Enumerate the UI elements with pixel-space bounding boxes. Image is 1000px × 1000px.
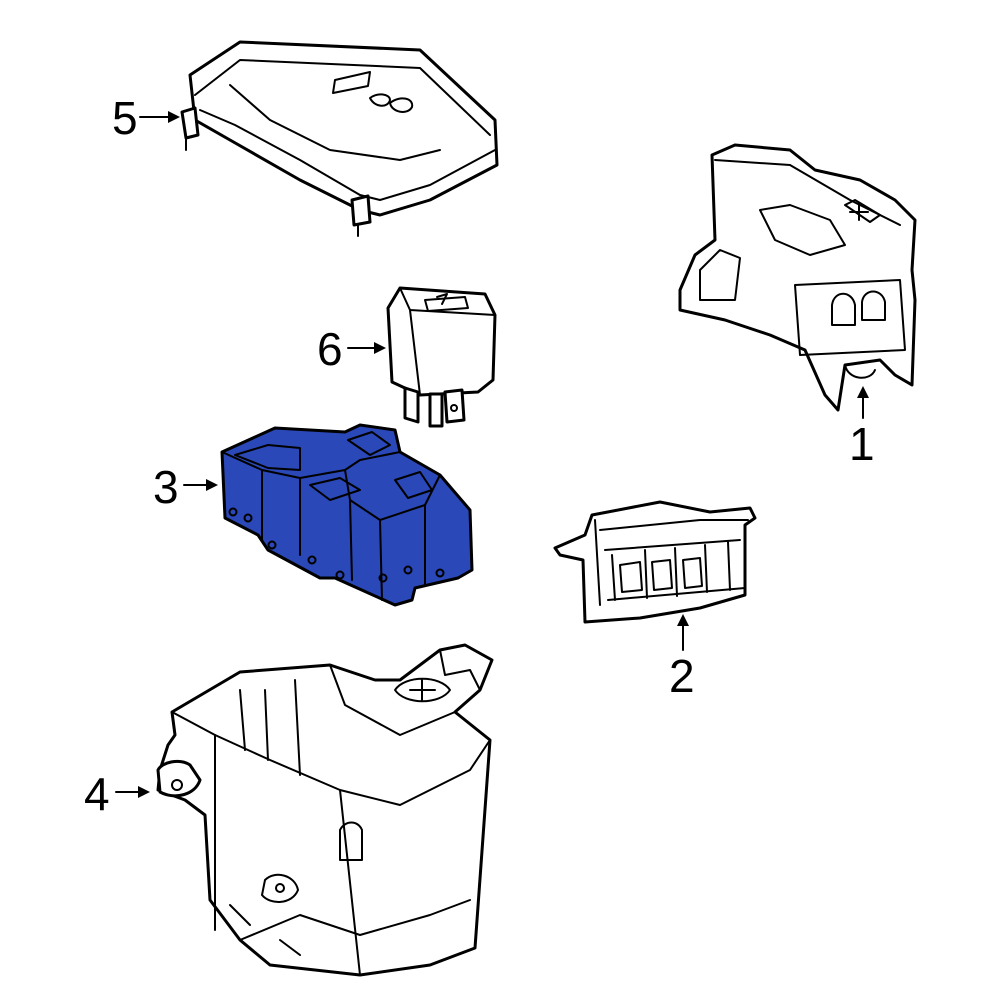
- part-6-relay[interactable]: [386, 286, 497, 428]
- callout-2-label: 2: [669, 650, 695, 702]
- callout-4: 4: [84, 768, 150, 820]
- part-4-housing[interactable]: [156, 643, 494, 977]
- part-3-relay-carrier[interactable]: [220, 423, 474, 607]
- callout-1: 1: [849, 386, 875, 470]
- callout-6: 6: [317, 323, 386, 375]
- part-1-bracket[interactable]: [678, 143, 917, 412]
- callout-6-label: 6: [317, 323, 343, 375]
- callout-2: 2: [669, 614, 695, 702]
- callout-4-label: 4: [84, 768, 110, 820]
- part-5-cover[interactable]: [180, 40, 499, 237]
- callout-5: 5: [112, 92, 180, 144]
- callout-3: 3: [153, 461, 218, 513]
- callout-5-label: 5: [112, 92, 138, 144]
- callout-1-label: 1: [849, 418, 875, 470]
- part-2-fuse-holder[interactable]: [553, 500, 757, 624]
- callout-3-label: 3: [153, 461, 179, 513]
